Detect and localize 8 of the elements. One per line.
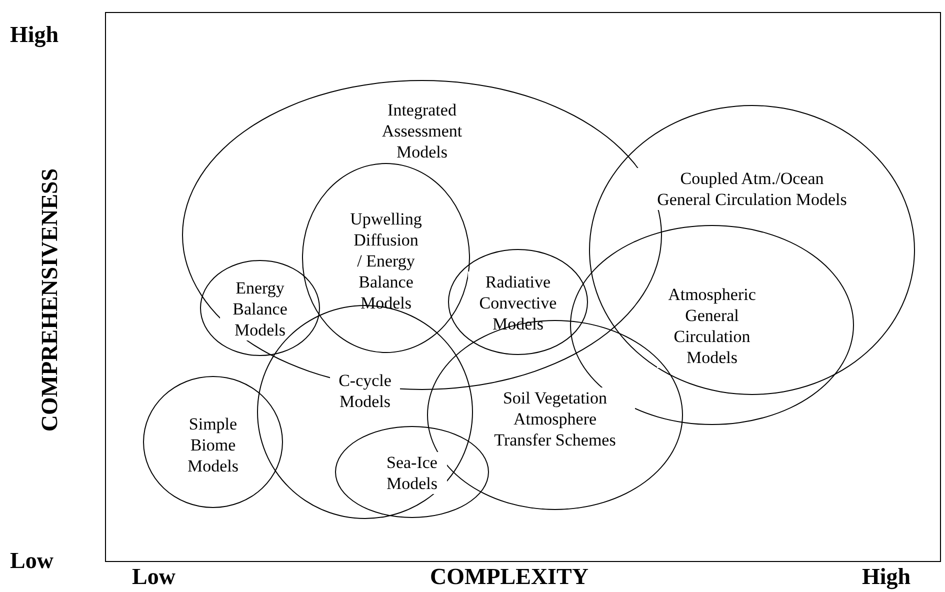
model-ellipse	[143, 376, 283, 508]
axis-end-label: Low	[132, 564, 176, 590]
model-ellipse	[335, 426, 489, 518]
axis-title: COMPREHENSIVENESS	[37, 168, 63, 432]
axis-end-label: High	[862, 564, 911, 590]
axis-end-label: Low	[10, 548, 54, 574]
axis-title: COMPLEXITY	[430, 564, 588, 590]
axis-end-label: High	[10, 22, 59, 48]
